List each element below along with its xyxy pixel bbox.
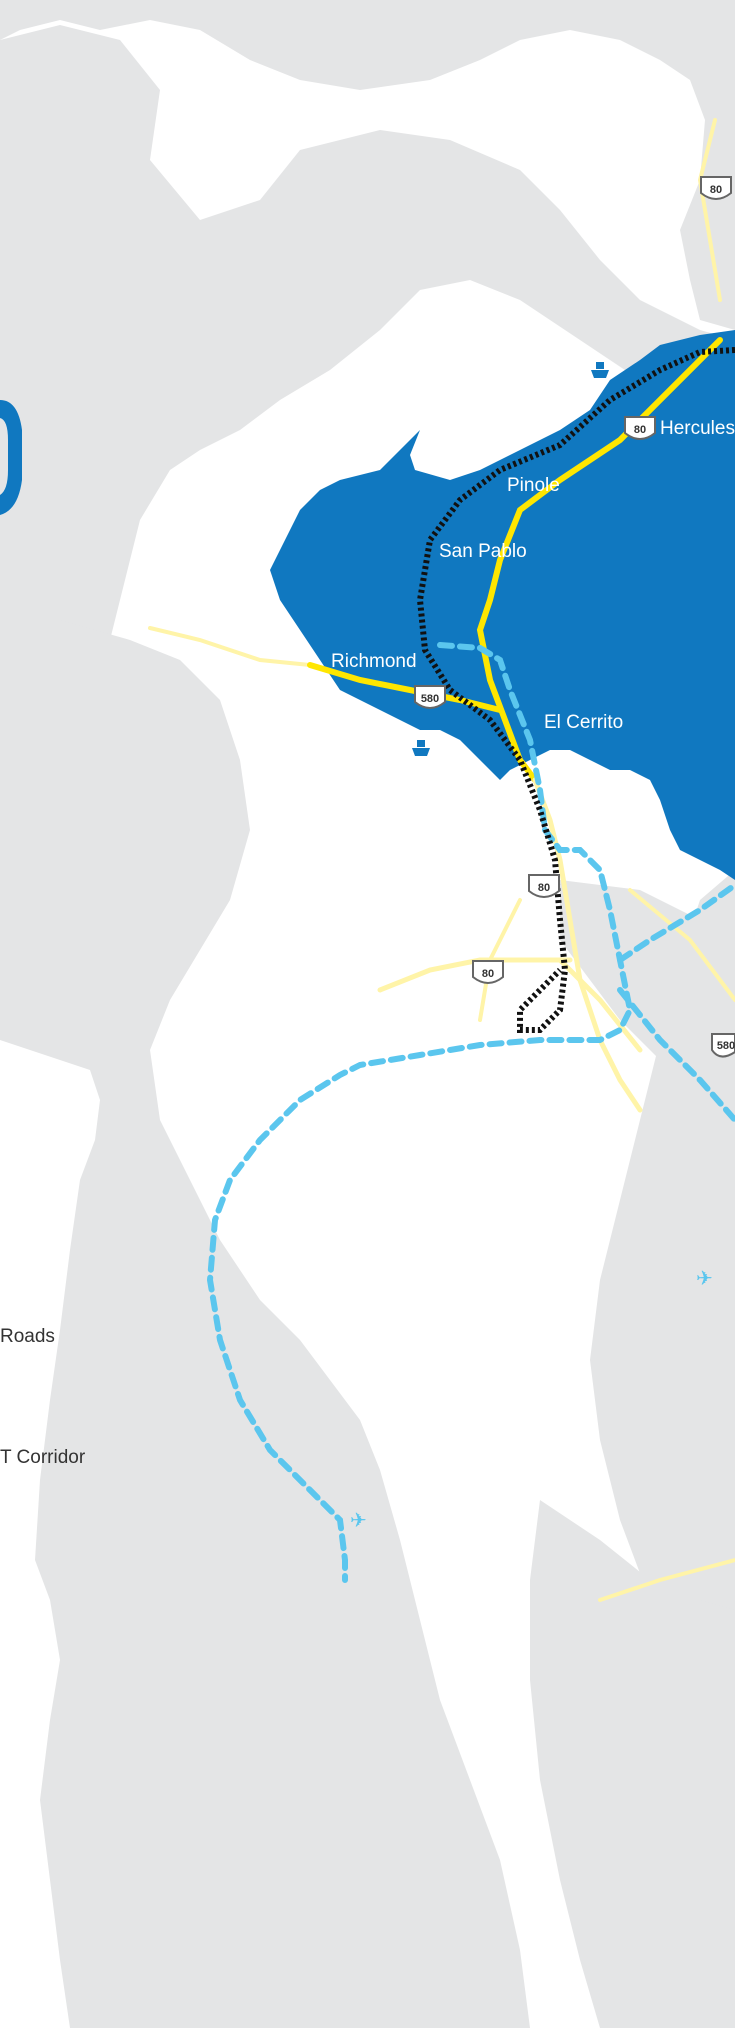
airport-icon: ✈ — [350, 1508, 367, 1532]
svg-text:80: 80 — [538, 882, 550, 894]
legend-roads-label: Roads — [0, 1326, 55, 1347]
highway-shield: 80 — [528, 874, 560, 898]
north-bay-land — [0, 0, 735, 330]
roads-major — [307, 337, 723, 783]
svg-text:580: 580 — [717, 1040, 735, 1052]
svg-text:80: 80 — [634, 424, 646, 436]
place-label-pinole: Pinole — [507, 475, 560, 496]
highway-shield: 580 — [414, 685, 446, 709]
airport-icon: ✈ — [696, 1266, 713, 1290]
place-label-san-pablo: San Pablo — [439, 541, 527, 562]
title-fragment — [0, 400, 22, 515]
roads-minor — [148, 118, 735, 1602]
highway-shield: 580 — [711, 1033, 735, 1058]
place-label-hercules: Hercules — [660, 418, 735, 439]
ferry-icon — [412, 740, 430, 756]
pacific-edge — [0, 1040, 100, 2028]
south-bay-land — [530, 1500, 735, 2028]
svg-text:80: 80 — [482, 968, 494, 980]
legend-corridor-label: T Corridor — [0, 1447, 86, 1468]
place-label-el-cerrito: El Cerrito — [544, 712, 623, 733]
marin-headlands — [0, 620, 530, 2028]
svg-text:580: 580 — [421, 693, 439, 705]
bart-lines — [206, 642, 735, 1583]
corridor-line — [416, 347, 735, 1033]
svg-text:80: 80 — [710, 184, 722, 196]
highway-shield: 80 — [700, 176, 732, 200]
place-label-richmond: Richmond — [331, 651, 417, 672]
highway-shield: 80 — [472, 960, 504, 984]
highway-shield: 80 — [624, 416, 656, 440]
marin-land — [0, 25, 735, 900]
service-area — [270, 330, 735, 880]
ferry-icon — [591, 362, 609, 378]
